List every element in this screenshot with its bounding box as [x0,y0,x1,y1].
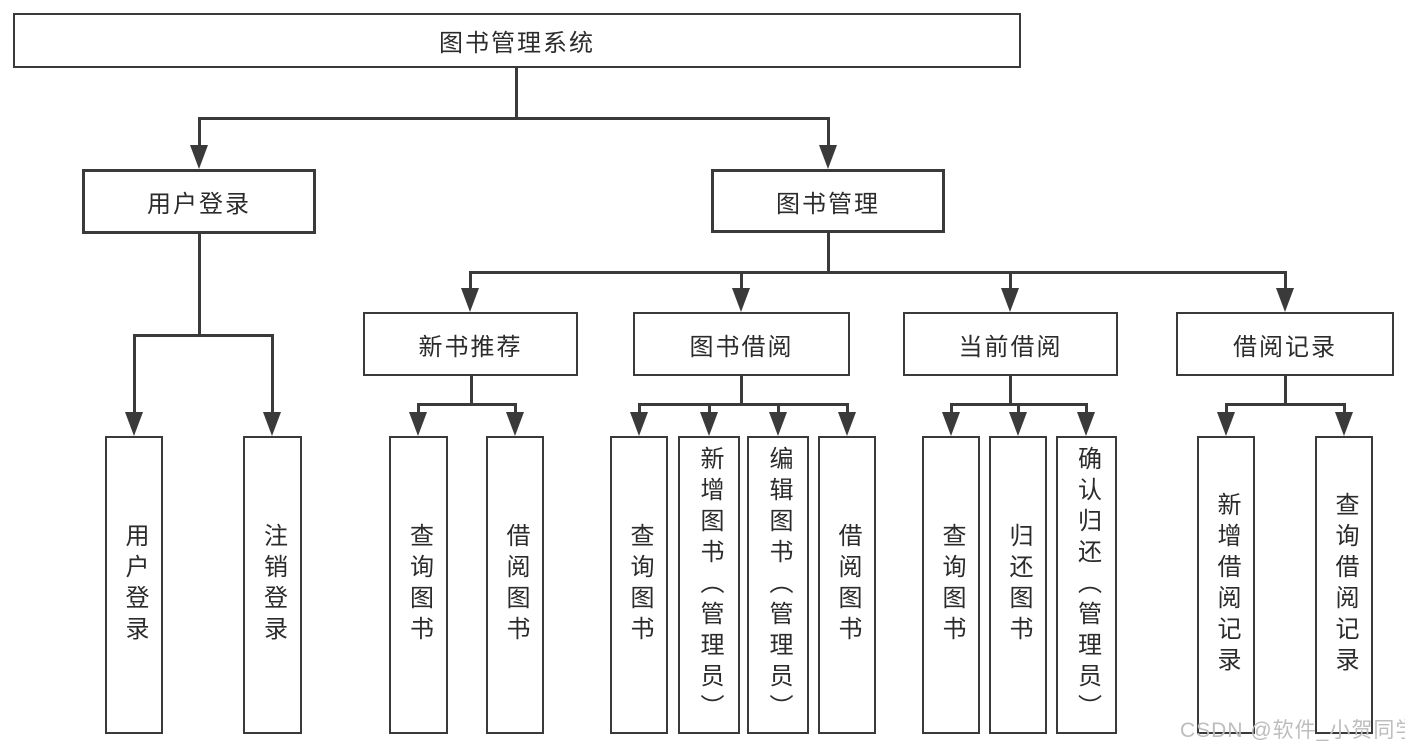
arrow-down-icon [819,145,837,169]
node-new-book-recommend: 新书推荐 [363,312,578,376]
connector-drop [638,403,641,415]
connector-drop [1343,403,1346,415]
node-label: 用户登录 [147,191,251,218]
leaf-query-books-current: 查询图书 [922,436,980,734]
arrow-down-icon [409,412,427,436]
node-label: 借阅记录 [1233,333,1337,361]
connector-drop [1009,271,1012,291]
leaf-user-login: 用户登录 [105,436,163,734]
leaf-add-borrow-record: 新增借阅记录 [1197,436,1255,734]
arrow-down-icon [1077,412,1095,436]
arrow-down-icon [1009,412,1027,436]
connector-drop [1225,403,1228,415]
arrow-down-icon [942,412,960,436]
connector-drop [1284,271,1287,291]
connector-stem [1284,376,1287,405]
connector-drop [133,334,136,414]
arrow-down-icon [732,288,750,312]
leaf-label: 用户登录 [121,523,148,647]
node-label: 新书推荐 [418,333,523,361]
connector-rail [1225,403,1345,406]
connector-drop [777,403,780,415]
csdn-watermark: CSDN @软件_小贺同学 [1180,719,1405,742]
node-label: 图书管理 [776,190,880,218]
leaf-label: 新增借阅记录 [1213,492,1240,678]
leaf-label: 查询图书 [405,523,433,647]
node-book-borrow: 图书借阅 [633,312,850,376]
connector-drop [417,403,420,415]
connector-drop [469,271,472,291]
connector-drop [708,403,711,415]
node-label: 当前借阅 [958,333,1063,361]
arrow-down-icon [630,412,648,436]
leaf-label: 借阅图书 [502,523,529,647]
arrow-down-icon [461,288,479,312]
leaf-query-books-recommend: 查询图书 [389,436,448,734]
connector-root-stem [515,68,518,118]
arrow-down-icon [1001,288,1019,312]
arrow-down-icon [190,145,208,169]
leaf-borrow-books-recommend: 借阅图书 [486,436,544,734]
arrow-down-icon [125,412,143,436]
leaf-label: 新增图书（管理员） [696,445,723,725]
connector-rail [638,403,849,406]
arrow-down-icon [700,412,718,436]
arrow-down-icon [769,412,787,436]
connector-drop [950,403,953,415]
arrow-down-icon [263,412,281,436]
connector-rail [417,403,517,406]
arrow-down-icon [1276,288,1294,312]
connector-stem [198,234,201,335]
arrow-down-icon [838,412,856,436]
leaf-label: 注销登录 [259,523,287,647]
connector-drop [198,117,201,147]
arrow-down-icon [1335,412,1353,436]
leaf-add-book-admin: 新增图书（管理员） [678,436,740,734]
connector-drop [846,403,849,415]
node-label: 图书管理系统 [439,30,595,57]
connector-drop [1085,403,1088,415]
leaf-query-borrow-record: 查询借阅记录 [1315,436,1373,734]
node-root: 图书管理系统 [13,13,1021,68]
leaf-label: 确认归还（管理员） [1073,445,1101,725]
leaf-query-books-borrow: 查询图书 [610,436,668,734]
connector-drop [1017,403,1020,415]
leaf-label: 借阅图书 [834,523,861,647]
node-user-login: 用户登录 [82,169,316,234]
connector-stem [470,376,473,405]
arrow-down-icon [1217,412,1235,436]
connector-stem [827,233,830,273]
leaf-return-book: 归还图书 [989,436,1047,734]
connector-stem [740,376,743,405]
connector-rail [469,271,1286,274]
leaf-label: 查询图书 [626,523,653,647]
leaf-confirm-return-admin: 确认归还（管理员） [1056,436,1117,734]
leaf-borrow-books: 借阅图书 [818,436,876,734]
connector-drop [740,271,743,291]
node-book-management: 图书管理 [711,169,945,233]
connector-drop [271,334,274,414]
connector-drop [514,403,517,415]
leaf-logout: 注销登录 [243,436,302,734]
connector-drop [827,117,830,147]
node-label: 图书借阅 [689,333,794,361]
connector-rail [133,334,274,337]
leaf-label: 编辑图书（管理员） [765,445,792,725]
leaf-label: 归还图书 [1005,523,1032,647]
leaf-label: 查询借阅记录 [1331,492,1358,678]
leaf-label: 查询图书 [938,523,965,647]
node-current-borrow: 当前借阅 [903,312,1118,376]
node-borrow-records: 借阅记录 [1176,312,1394,376]
connector-root-rail [198,117,830,120]
connector-stem [1009,376,1012,405]
arrow-down-icon [506,412,524,436]
leaf-edit-book-admin: 编辑图书（管理员） [747,436,809,734]
